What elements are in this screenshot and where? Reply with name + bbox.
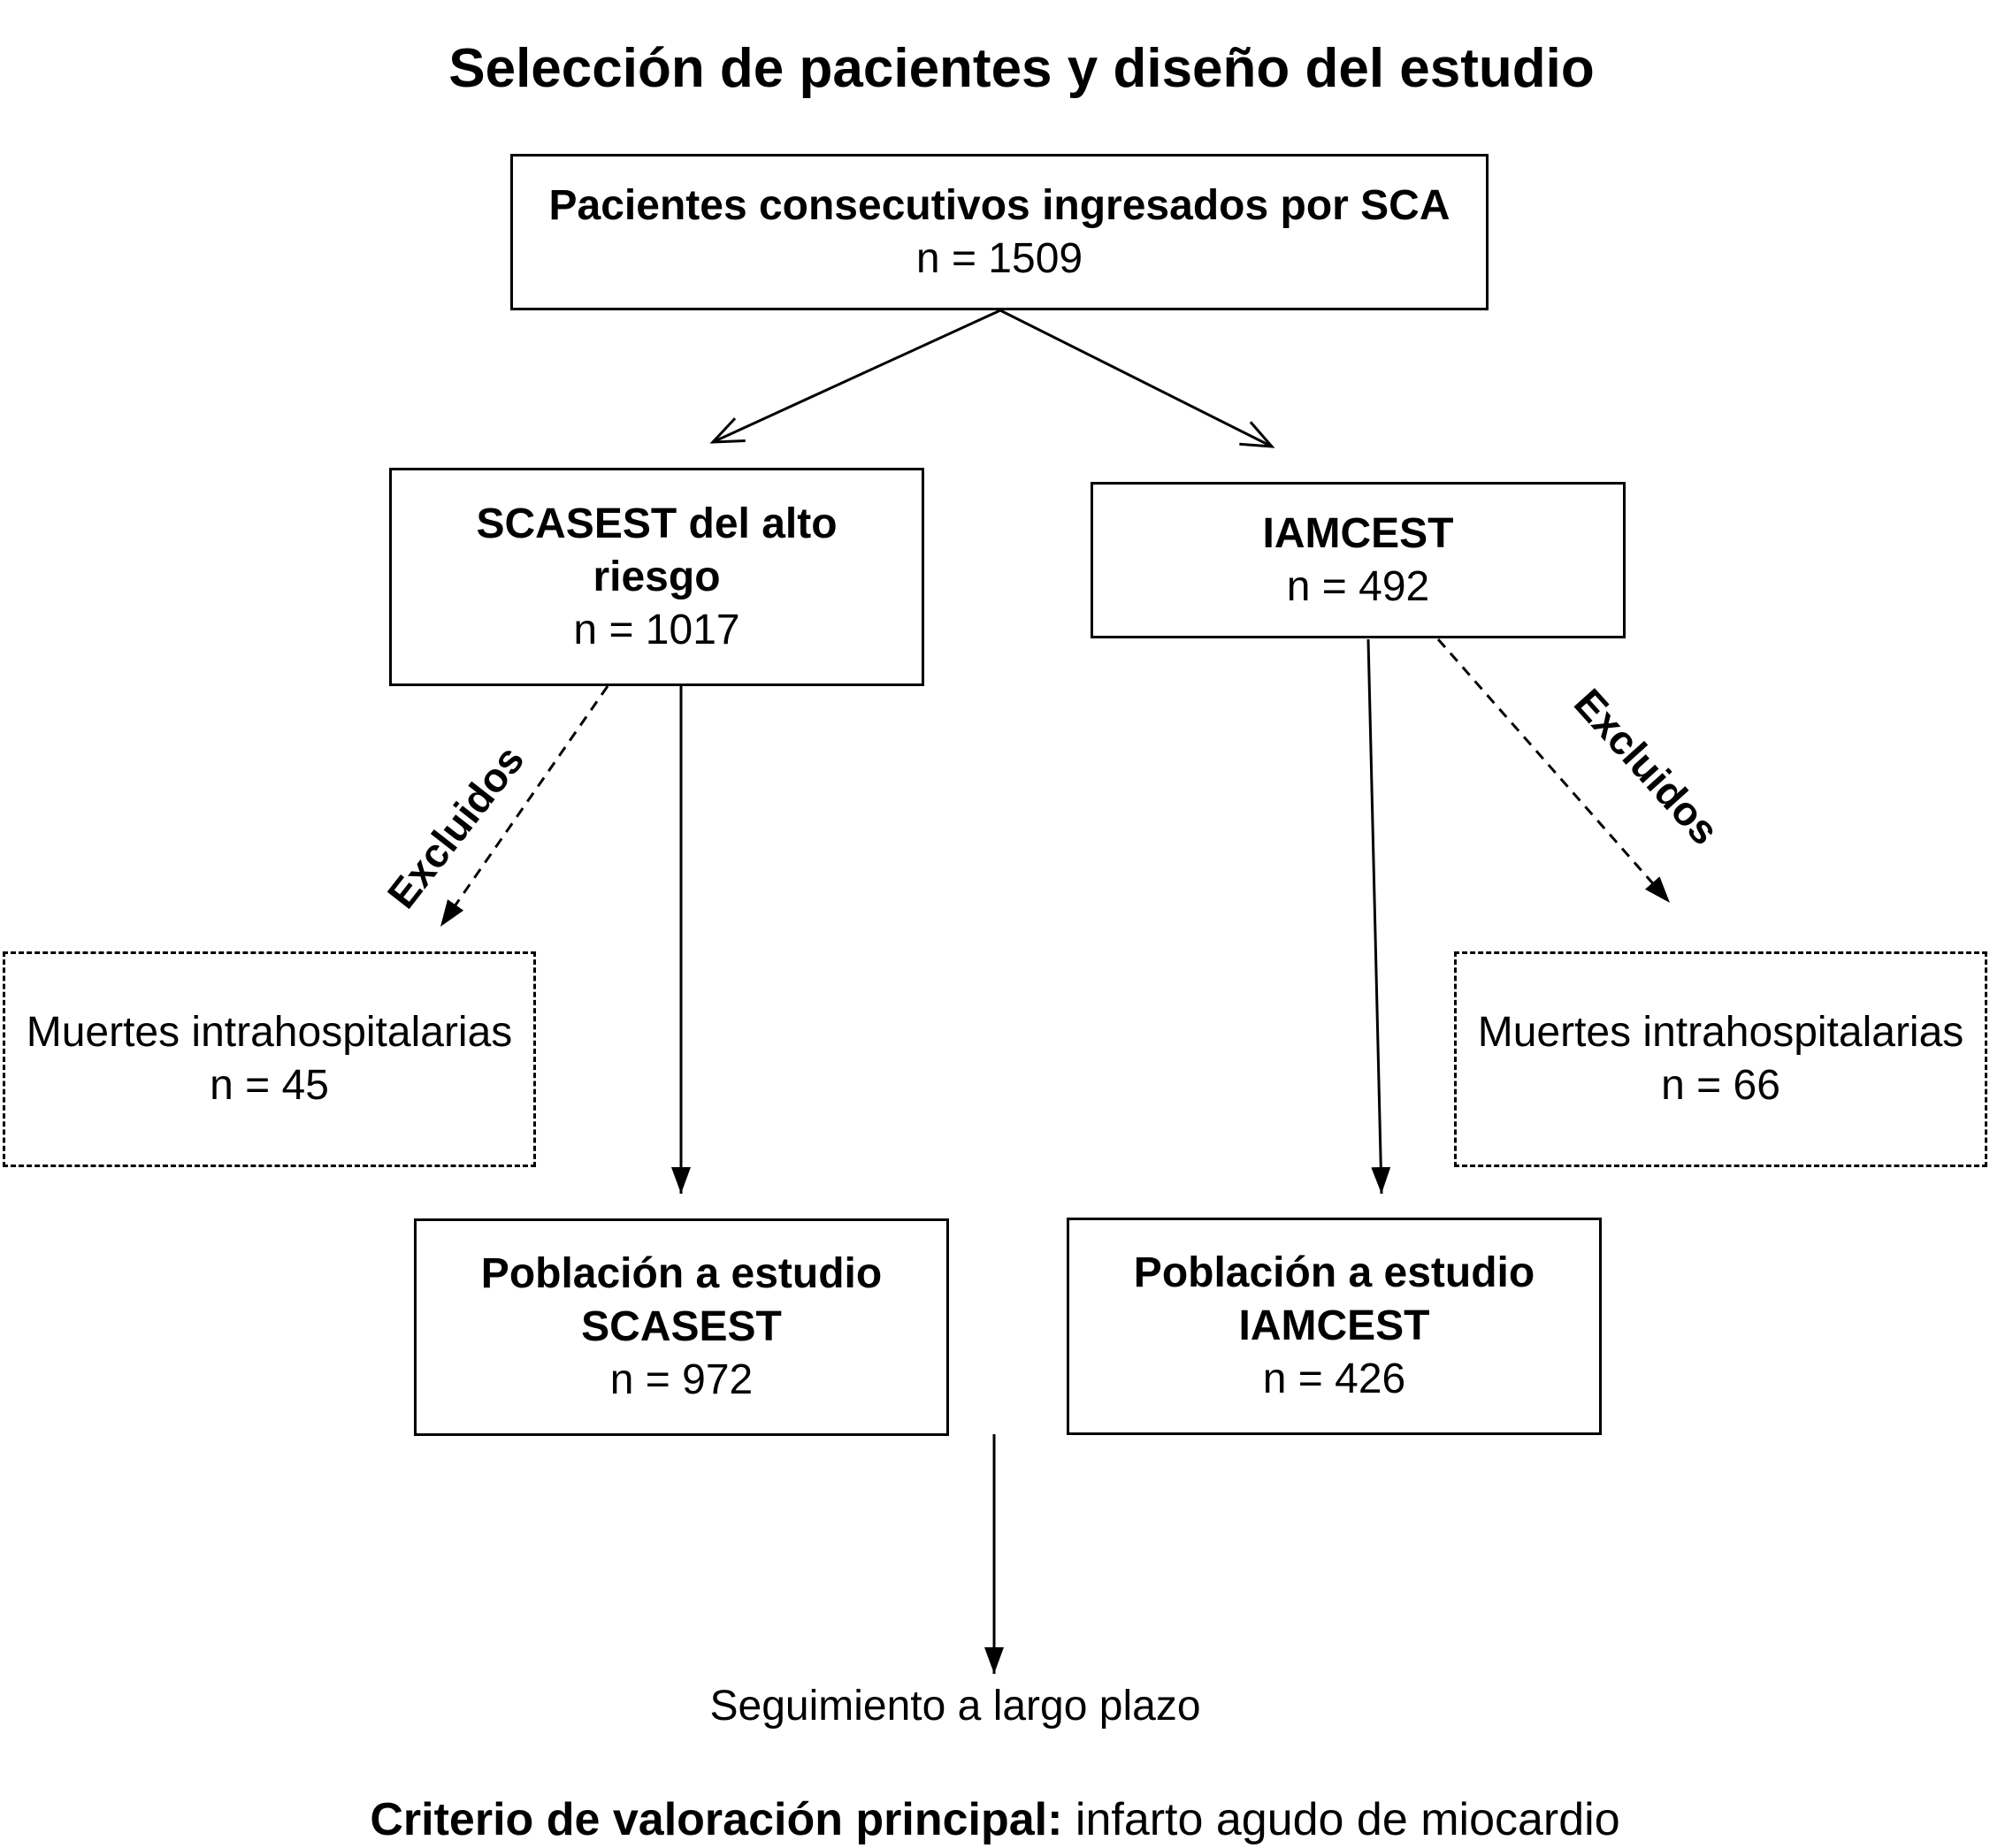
box-iamcest-study: Población a estudio IAMCEST n = 426	[1067, 1218, 1602, 1435]
iamcest-label: IAMCEST	[1262, 509, 1454, 557]
left-excluded-count: n = 45	[210, 1062, 329, 1109]
arrow-to-iamcest	[999, 309, 1275, 448]
box-total-patients: Pacientes consecutivos ingresados por SC…	[510, 154, 1489, 310]
box-left-excluded: Muertes intrahospitalarias n = 45	[3, 951, 536, 1167]
iamcest-study-label: Población a estudio IAMCEST	[1133, 1249, 1535, 1349]
arrow-left-excluded	[439, 685, 609, 928]
scasest-label: SCASEST del alto riesgo	[476, 500, 838, 600]
scasest-count: n = 1017	[573, 606, 740, 653]
iamcest-count: n = 492	[1286, 562, 1430, 610]
primary-endpoint-label: Criterio de valoración principal:	[370, 1794, 1063, 1845]
total-patients-label: Pacientes consecutivos ingresados por SC…	[548, 181, 1450, 229]
iamcest-study-count: n = 426	[1262, 1355, 1406, 1402]
box-scasest: SCASEST del alto riesgo n = 1017	[389, 468, 924, 686]
page-title: Selección de pacientes y diseño del estu…	[448, 38, 1595, 99]
arrow-right-excluded	[1436, 638, 1672, 904]
followup-label: Seguimiento a largo plazo	[709, 1683, 1201, 1730]
scasest-study-label: Población a estudio SCASEST	[480, 1250, 883, 1350]
right-excluded-label: Muertes intrahospitalarias	[1477, 1009, 1964, 1056]
right-excluded-count: n = 66	[1661, 1062, 1780, 1109]
primary-endpoint-value: infarto agudo de miocardio	[1062, 1794, 1620, 1845]
arrow-iamcest-to-study	[1366, 638, 1391, 1195]
box-right-excluded: Muertes intrahospitalarias n = 66	[1454, 951, 1987, 1167]
total-patients-count: n = 1509	[915, 234, 1083, 282]
box-scasest-study: Población a estudio SCASEST n = 972	[414, 1218, 949, 1436]
scasest-study-count: n = 972	[609, 1356, 754, 1403]
left-excluded-label: Muertes intrahospitalarias	[26, 1009, 513, 1056]
primary-endpoint: Criterio de valoración principal: infart…	[0, 1791, 1990, 1848]
arrow-to-scasest	[709, 309, 1001, 444]
box-iamcest: IAMCEST n = 492	[1091, 482, 1626, 638]
